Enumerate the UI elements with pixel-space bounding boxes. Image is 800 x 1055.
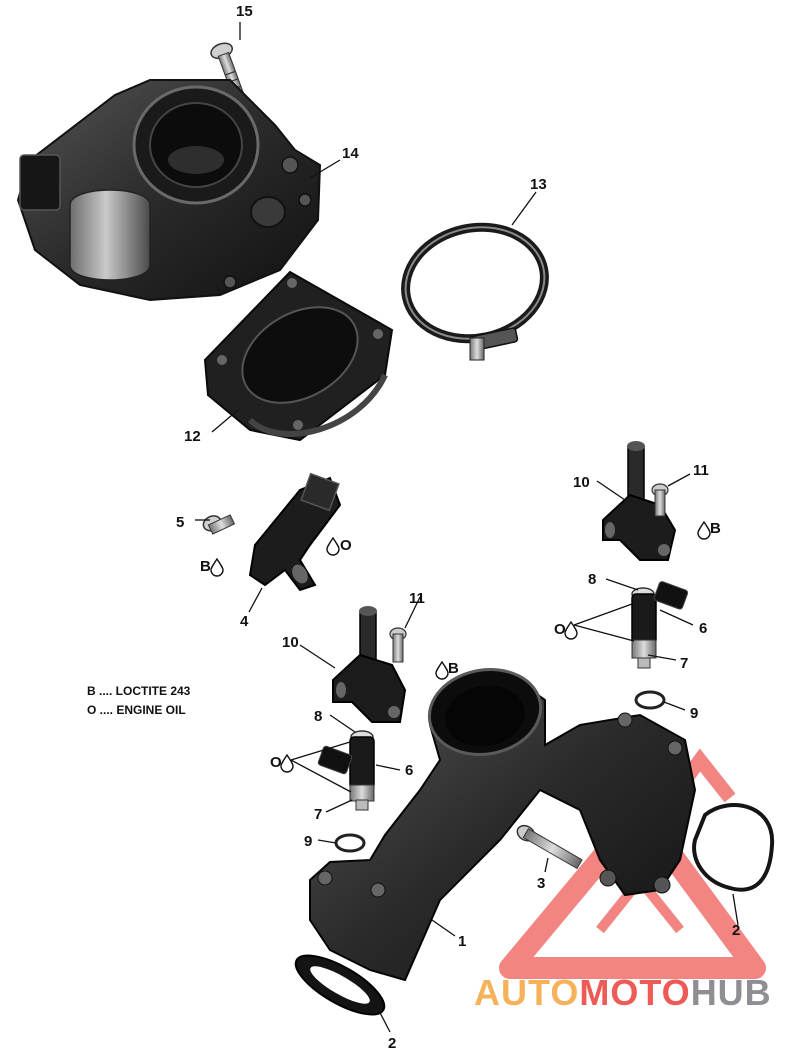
callout-11-left: 11 [409, 590, 425, 607]
part-11-bolt-left [389, 627, 407, 663]
callout-6-right: 6 [699, 620, 707, 637]
code-b-right: B [710, 520, 721, 537]
legend-loctite: B .... LOCTITE 243 [87, 684, 191, 698]
part-2-gasket-right [692, 803, 775, 892]
callout-2-right: 2 [732, 922, 740, 939]
part-13-clamp [401, 222, 549, 361]
callout-12: 12 [184, 428, 201, 445]
droplet-icon [210, 520, 711, 773]
part-9-o-ring-right [634, 690, 666, 710]
part-4-sensor [248, 472, 342, 592]
callout-5: 5 [176, 514, 184, 531]
callout-9-right: 9 [690, 705, 698, 722]
callout-10-right: 10 [573, 474, 590, 491]
part-1-intake-manifold [309, 668, 697, 982]
part-3-bolt [516, 824, 583, 870]
part-5-bolt [202, 514, 236, 535]
watermark-moto: MOTO [579, 972, 691, 1013]
part-14-throttle-body [16, 79, 322, 302]
callout-13: 13 [530, 176, 547, 193]
code-b-left: B [448, 660, 459, 677]
part-6-injector-right [631, 581, 689, 669]
callout-labels: 15 14 13 12 11 10 5 4 8 6 7 9 11 10 8 6 … [176, 3, 740, 1052]
callout-9-left: 9 [304, 833, 312, 850]
leader-lines [195, 22, 739, 1033]
watermark-auto: AUTO [474, 972, 580, 1013]
part-6-injector-left [317, 730, 375, 811]
part-10-fuel-rail-left [332, 606, 407, 723]
part-12-adaptor [203, 270, 394, 442]
code-o-sensor: O [340, 537, 352, 554]
legend-engine-oil: O .... ENGINE OIL [87, 703, 186, 717]
watermark-hub: HUB [690, 972, 772, 1013]
callout-8-right: 8 [588, 571, 596, 588]
code-o-right: O [554, 621, 566, 638]
callout-3: 3 [537, 875, 545, 892]
code-b-bolt5: B [200, 558, 211, 575]
callout-1: 1 [458, 933, 466, 950]
callout-8-left: 8 [314, 708, 322, 725]
callout-15: 15 [236, 3, 253, 20]
part-10-fuel-rail-right [602, 441, 677, 561]
code-o-left: O [270, 754, 282, 771]
callout-4: 4 [240, 613, 249, 630]
callout-14: 14 [342, 145, 359, 162]
callout-7-left: 7 [314, 806, 322, 823]
callout-11-right: 11 [693, 462, 709, 479]
part-2-gasket-bottom [294, 954, 386, 1016]
legend: B .... LOCTITE 243 O .... ENGINE OIL [87, 682, 190, 720]
part-9-o-ring-left [334, 833, 366, 853]
compound-codes: B B O O B O [200, 520, 721, 771]
callout-6-left: 6 [405, 762, 413, 779]
watermark-text: AUTOMOTOHUB [474, 972, 772, 1014]
callout-2-bottom: 2 [388, 1035, 396, 1052]
callout-7-right: 7 [680, 655, 688, 672]
part-11-bolt-right [651, 483, 669, 517]
callout-10-left: 10 [282, 634, 299, 651]
